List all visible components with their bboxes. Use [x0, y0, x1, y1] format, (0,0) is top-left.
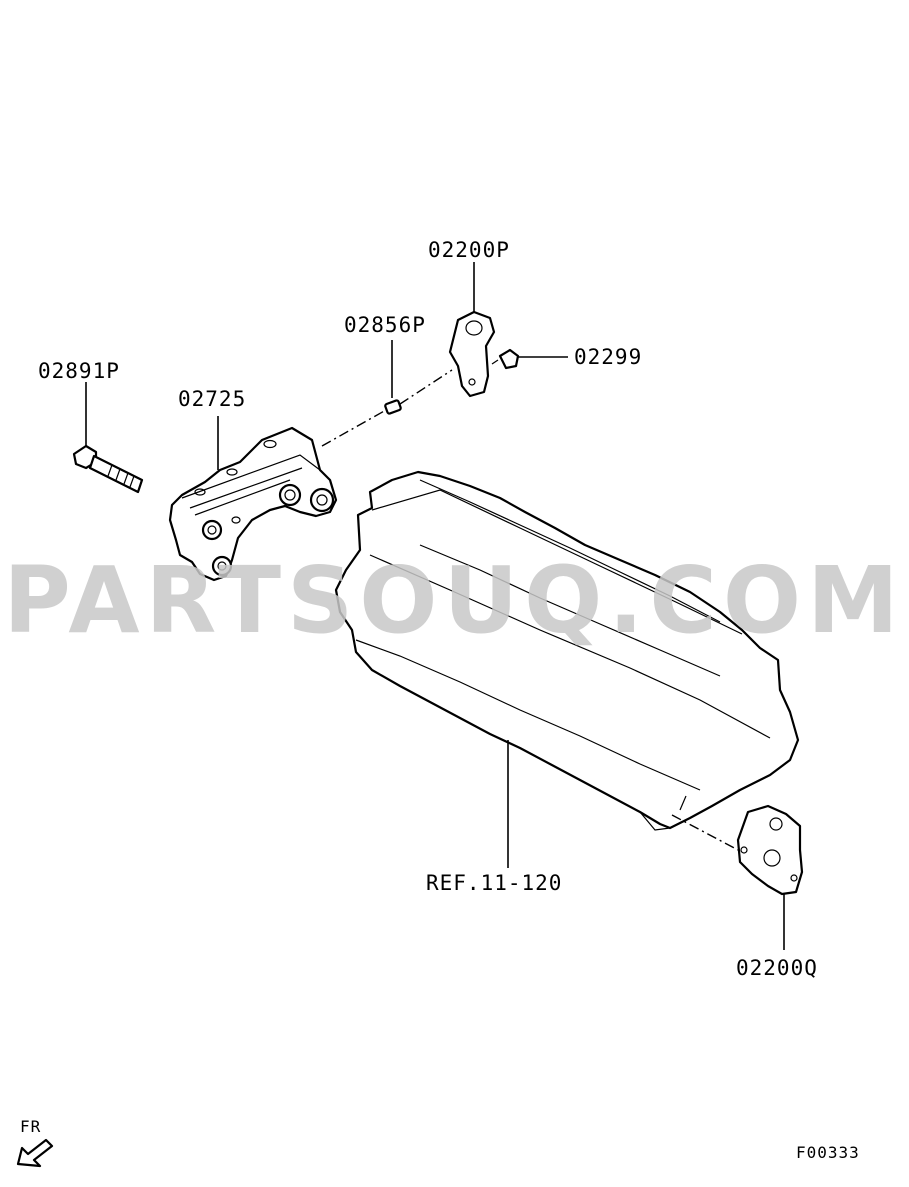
- callout-02200Q[interactable]: 02200Q: [736, 956, 818, 980]
- callout-02200P[interactable]: 02200P: [428, 238, 510, 262]
- hanger-02200P: [448, 310, 496, 398]
- callout-02856P[interactable]: 02856P: [344, 313, 426, 337]
- bolt-02299: [491, 348, 520, 370]
- callout-02299[interactable]: 02299: [574, 345, 642, 369]
- hanger-02200Q: [736, 804, 804, 896]
- callout-ref-11-120[interactable]: REF.11-120: [426, 871, 562, 895]
- watermark: PARTSOUQ.COM: [3, 547, 904, 654]
- leader-lines: [85, 262, 785, 950]
- callout-02725[interactable]: 02725: [178, 387, 246, 411]
- front-direction-indicator: FR: [16, 1117, 54, 1168]
- cylinder-head-outline: [334, 470, 800, 831]
- front-arrow-icon: [16, 1138, 54, 1168]
- callout-02891P[interactable]: 02891P: [38, 359, 120, 383]
- dowel-pin-02856P: [384, 399, 402, 415]
- engine-mount-bracket: [168, 426, 338, 582]
- figure-code: F00333: [796, 1143, 860, 1162]
- bolt-02891P: [72, 444, 144, 494]
- front-label: FR: [20, 1117, 41, 1136]
